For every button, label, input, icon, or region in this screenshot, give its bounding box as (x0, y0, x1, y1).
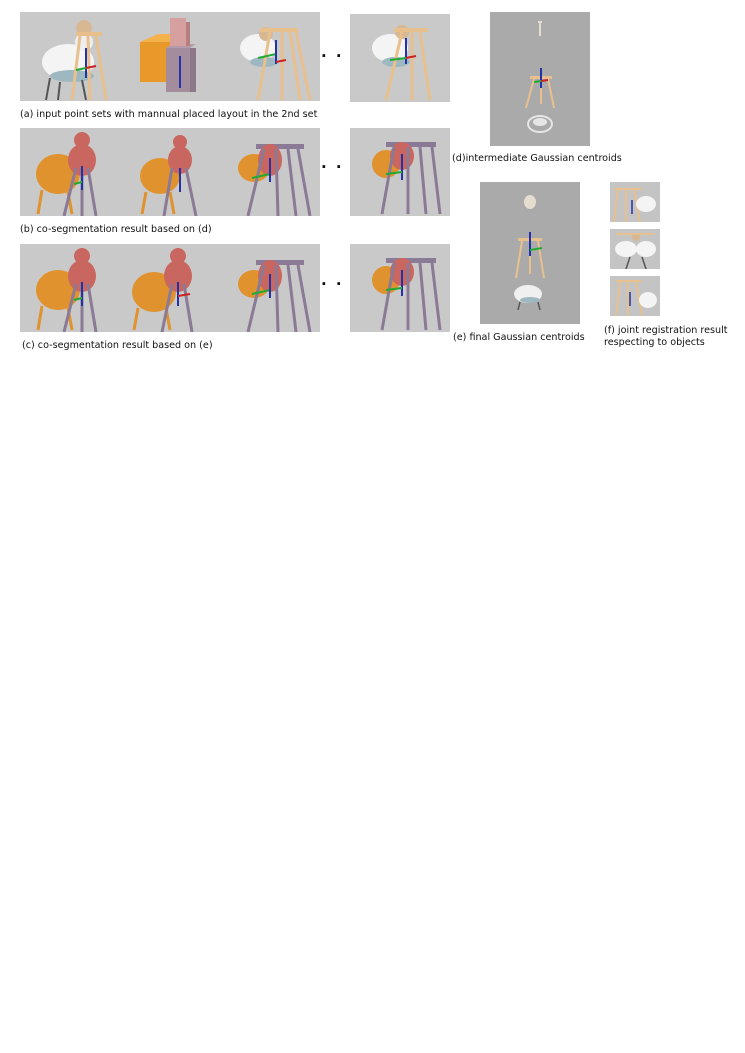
registration-thumb-2 (610, 229, 660, 269)
seg-b-2 (140, 135, 198, 216)
row-c-segmentation (36, 248, 312, 332)
seg-b-n (372, 142, 442, 215)
caption-e: (e) final Gaussian centroids (453, 332, 585, 343)
row-c-strip (20, 244, 320, 332)
seg-b-3 (238, 144, 312, 216)
intermediate-centroids-panel (490, 12, 590, 146)
caption-b: (b) co-segmentation result based on (d) (20, 224, 212, 235)
row-c-ellipsis: · · · (321, 275, 359, 293)
seg-c-n (372, 258, 442, 331)
row-b-ellipsis: · · · (321, 158, 359, 176)
seg-b-1 (36, 132, 98, 216)
row-a-last-set (350, 14, 450, 102)
seg-c-2 (132, 248, 194, 332)
point-set-3 (240, 27, 312, 101)
caption-d: (d)intermediate Gaussian centroids (452, 153, 622, 164)
seg-c-1 (36, 248, 98, 332)
row-b-strip (20, 128, 320, 216)
intermediate-centroids (525, 21, 555, 133)
caption-f-line2: respecting to objects (604, 337, 705, 348)
row-b-segmentation (36, 132, 312, 216)
caption-a: (a) input point sets with mannual placed… (20, 109, 318, 120)
row-a-strip (20, 12, 320, 101)
final-centroids-panel (480, 182, 580, 324)
point-set-1 (42, 20, 108, 101)
row-a-ellipsis: · · · (321, 47, 359, 65)
point-set-2-layout (140, 18, 196, 92)
point-set-n (372, 25, 432, 101)
final-centroids (514, 195, 545, 311)
caption-f-line1: (f) joint registration result (604, 325, 728, 336)
registration-thumb-3 (610, 276, 660, 316)
registration-thumb-1 (610, 182, 660, 222)
row-c-last-set (350, 244, 450, 332)
row-b-last-set (350, 128, 450, 216)
row-a-point-sets (42, 18, 312, 101)
caption-c: (c) co-segmentation result based on (e) (22, 340, 213, 351)
seg-c-3 (238, 260, 312, 332)
